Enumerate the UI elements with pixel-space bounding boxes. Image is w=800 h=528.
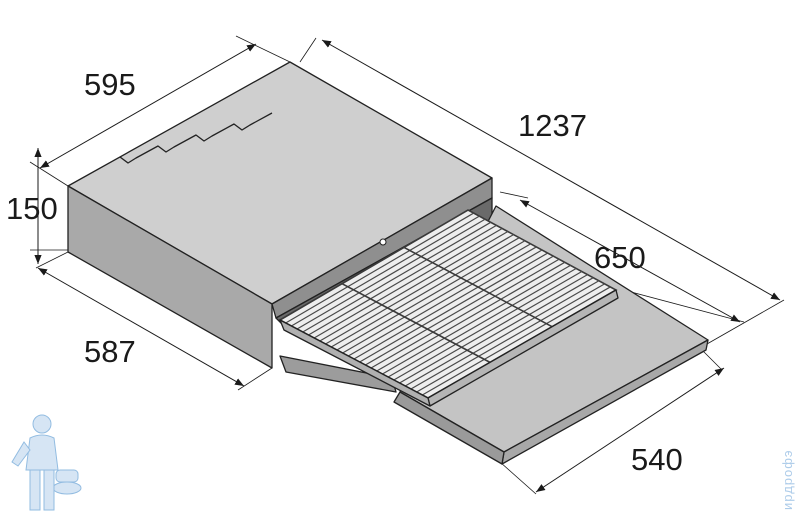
rack-side-rail [279, 319, 431, 407]
dimension-lines [34, 39, 781, 493]
dim-line-depth [37, 267, 245, 387]
tray-slider [279, 355, 397, 393]
dim-line-width [39, 43, 257, 169]
dim-label-total: 1237 [518, 108, 587, 143]
plumber-mascot-icon [11, 414, 82, 511]
dim-label-width: 595 [84, 67, 136, 102]
watermark-brand-text: ирдрофэ [780, 449, 795, 510]
dimension-labels: 595 150 587 1237 650 540 [6, 67, 683, 477]
tray-side-lip [393, 391, 505, 465]
dim-label-tray: 540 [631, 442, 683, 477]
hinge-marker [379, 238, 387, 246]
dim-label-rack: 650 [594, 240, 646, 275]
dim-line-tray [535, 367, 725, 493]
dim-line-rack [519, 199, 741, 323]
watermark: ирдрофэ [11, 414, 795, 511]
dim-label-depth: 587 [84, 334, 136, 369]
dim-label-height: 150 [6, 191, 58, 226]
